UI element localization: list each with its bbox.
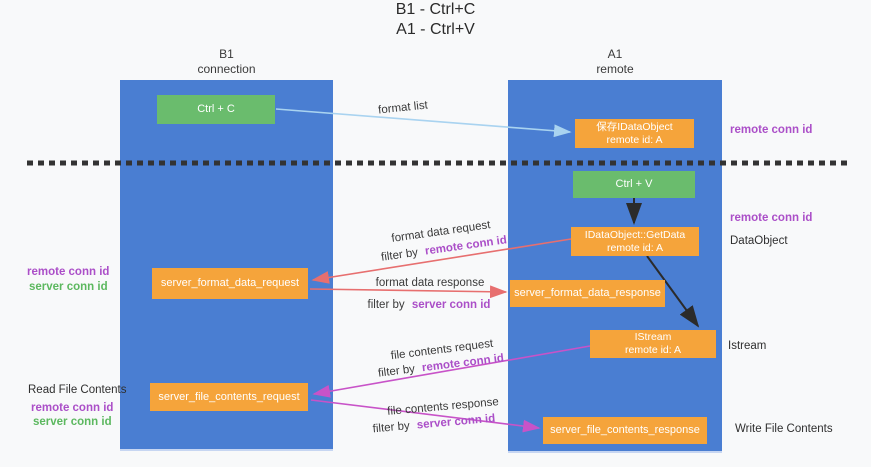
istream-line2: remote id: A: [624, 344, 682, 356]
diagram-title-line2: A1 - Ctrl+V: [396, 21, 475, 38]
istream-line1: IStream: [634, 331, 672, 343]
filter-key-server-conn-id: server conn id: [416, 412, 496, 432]
getdata-line2: remote id: A: [606, 241, 664, 254]
server-file-contents-response-box: server_file_contents_response: [543, 417, 707, 444]
idataobject-getdata-box: IDataObject::GetData remote id: A: [571, 227, 699, 256]
annotation-file-server-conn-id: server conn id: [33, 416, 112, 428]
diagram-title-line1: B1 - Ctrl+C: [395, 1, 476, 18]
lane-b1-subtitle: connection: [197, 62, 256, 76]
lane-a1-subtitle: remote: [596, 62, 634, 76]
annotation-format-remote-conn-id: remote conn id: [27, 266, 110, 278]
stored-dataobject-line2: remote id: A: [606, 133, 663, 146]
lane-a1-name: A1: [607, 47, 623, 61]
server-file-contents-request-box: server_file_contents_request: [150, 383, 308, 411]
annotation-istream: Istream: [728, 340, 767, 352]
istream-box: IStream remote id: A: [590, 330, 716, 358]
filter-key-server-conn-id: server conn id: [411, 299, 491, 311]
ctrl-v-label: Ctrl + V: [615, 178, 653, 190]
server-file-contents-request-label: server_file_contents_request: [158, 390, 300, 403]
annotation-clipboard-remote-conn-id: remote conn id: [730, 124, 813, 136]
annotation-read-file-contents: Read File Contents: [28, 384, 127, 396]
flow-label-format-list: format list: [378, 99, 429, 116]
filter-prefix: filter by: [380, 246, 419, 264]
flow-label-format-data-response: format data response: [376, 277, 485, 289]
annotation-dataobject: DataObject: [730, 235, 788, 247]
server-format-data-response-label: server_format_data_response: [514, 287, 661, 299]
ctrl-v-box: Ctrl + V: [573, 171, 695, 198]
annotation-format-server-conn-id: server conn id: [29, 281, 108, 293]
flow-label-filter-format-response: filter by server conn id: [368, 299, 491, 311]
diagram-title: B1 - Ctrl+C A1 - Ctrl+V: [0, 0, 871, 40]
stored-dataobject-line1: 保存IDataObject: [596, 120, 673, 133]
server-format-data-request-label: server_format_data_request: [160, 277, 300, 289]
filter-prefix: filter by: [367, 299, 405, 311]
format-list-text: format list: [377, 99, 429, 117]
lane-b1-name: B1: [219, 47, 234, 61]
annotation-paste-remote-conn-id: remote conn id: [730, 212, 813, 224]
server-format-data-response-box: server_format_data_response: [510, 280, 665, 307]
server-format-data-request-box: server_format_data_request: [152, 268, 308, 299]
server-file-contents-response-label: server_file_contents_response: [550, 424, 700, 436]
format-data-response-text: format data response: [375, 277, 485, 289]
lane-header-a1: A1 remote: [508, 47, 722, 77]
annotation-file-remote-conn-id: remote conn id: [31, 402, 114, 414]
stored-dataobject-box: 保存IDataObject remote id: A: [575, 119, 694, 148]
getdata-line1: IDataObject::GetData: [584, 228, 686, 241]
annotation-write-file-contents: Write File Contents: [735, 423, 833, 435]
arrow-format-data-response: [309, 285, 508, 299]
lane-header-b1: B1 connection: [120, 47, 333, 77]
ctrl-c-label: Ctrl + C: [197, 103, 235, 115]
ctrl-c-box: Ctrl + C: [157, 95, 275, 124]
filter-prefix: filter by: [377, 363, 416, 380]
filter-prefix: filter by: [372, 420, 411, 436]
